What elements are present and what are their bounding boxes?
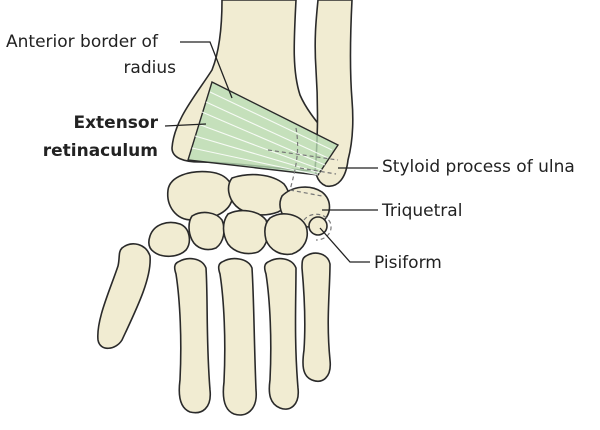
pisiform-leader — [319, 227, 370, 263]
label-anterior-border-line2: radius — [123, 58, 176, 78]
metacarpal-4 — [263, 257, 300, 410]
pisiform-dashed-outline — [303, 213, 332, 241]
label-pisiform: Pisiform — [374, 253, 442, 273]
metacarpal-3 — [217, 257, 257, 416]
capitate-bone — [222, 209, 269, 255]
anterior-border-leader — [180, 41, 233, 99]
metacarpal-5 — [301, 252, 332, 382]
label-styloid: Styloid process of ulna — [382, 157, 575, 177]
trapezium-bone — [148, 221, 191, 258]
hamate-bone — [264, 213, 308, 256]
lunate-bone — [227, 173, 290, 216]
extensor-retinaculum — [187, 81, 340, 197]
label-extensor-line2: retinaculum — [42, 141, 158, 161]
metacarpal-2 — [173, 257, 212, 414]
label-extensor-line1: Extensor — [73, 113, 158, 133]
metacarpal-1 — [97, 243, 151, 350]
trapezoid-bone — [188, 211, 225, 251]
label-triquetral: Triquetral — [382, 201, 463, 221]
extensor-leader — [164, 123, 207, 127]
label-anterior-border-line1: Anterior border of — [6, 32, 158, 52]
